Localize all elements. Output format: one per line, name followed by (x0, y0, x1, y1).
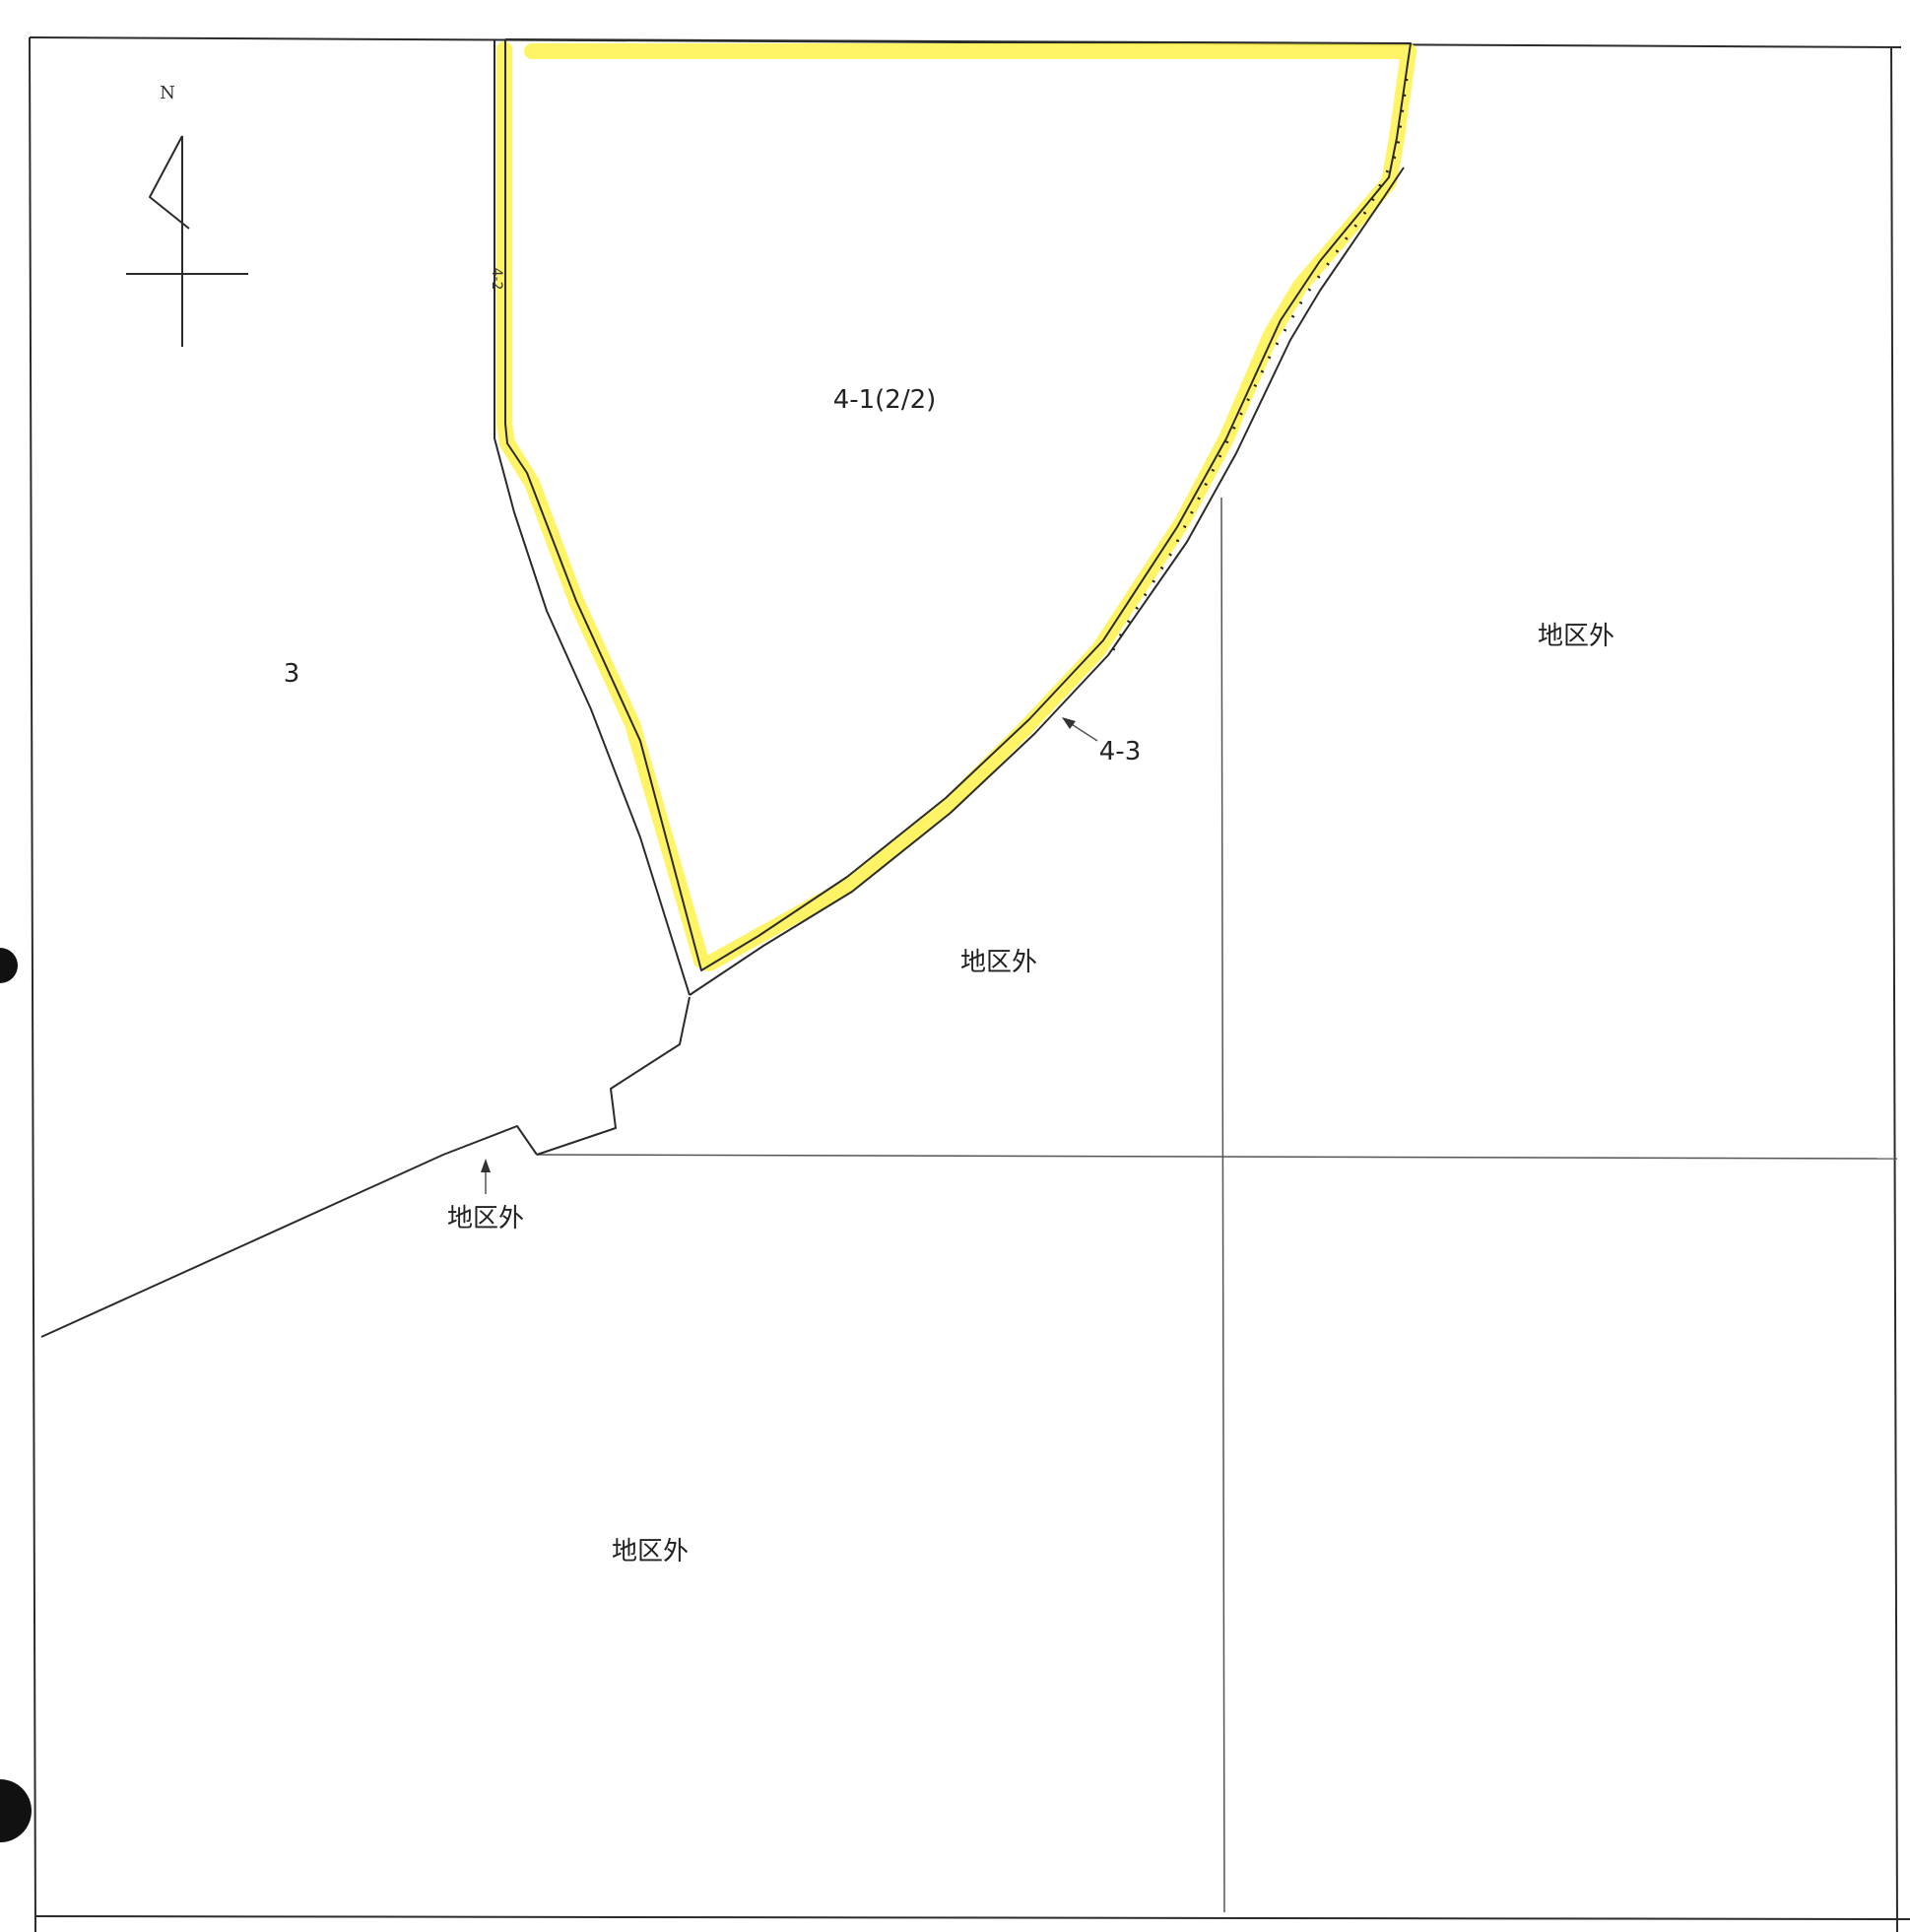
parcel-highlight (496, 41, 1416, 971)
strip-4-3-dots (1111, 78, 1409, 651)
north-arrow-icon: N (126, 83, 248, 347)
west-parcel-boundary (536, 996, 691, 1156)
outside-area-label-east: 地区外 (1538, 622, 1614, 651)
outside-area-label-southwest: 地区外 (447, 1204, 524, 1233)
strip-4-3-boundary (689, 167, 1405, 996)
strip-4-3-label: 4-3 (1099, 737, 1141, 766)
map-frame (29, 36, 1910, 1932)
punch-hole-upper (0, 948, 18, 983)
strip-4-2-boundary (494, 39, 691, 996)
parcel-4-1-boundary (504, 38, 1412, 971)
parcel-4-1-label: 4-1(2/2) (833, 385, 937, 415)
pointer-arrow-icon (481, 717, 1098, 1194)
strip-4-2-label: 4-2 (489, 268, 504, 291)
block-lines (40, 497, 1898, 1913)
parcel-3-label: 3 (284, 659, 300, 689)
punch-hole-lower (0, 1779, 32, 1842)
outside-area-label-center: 地区外 (960, 948, 1037, 977)
north-label: N (160, 83, 175, 103)
outside-area-label-south: 地区外 (612, 1537, 689, 1566)
